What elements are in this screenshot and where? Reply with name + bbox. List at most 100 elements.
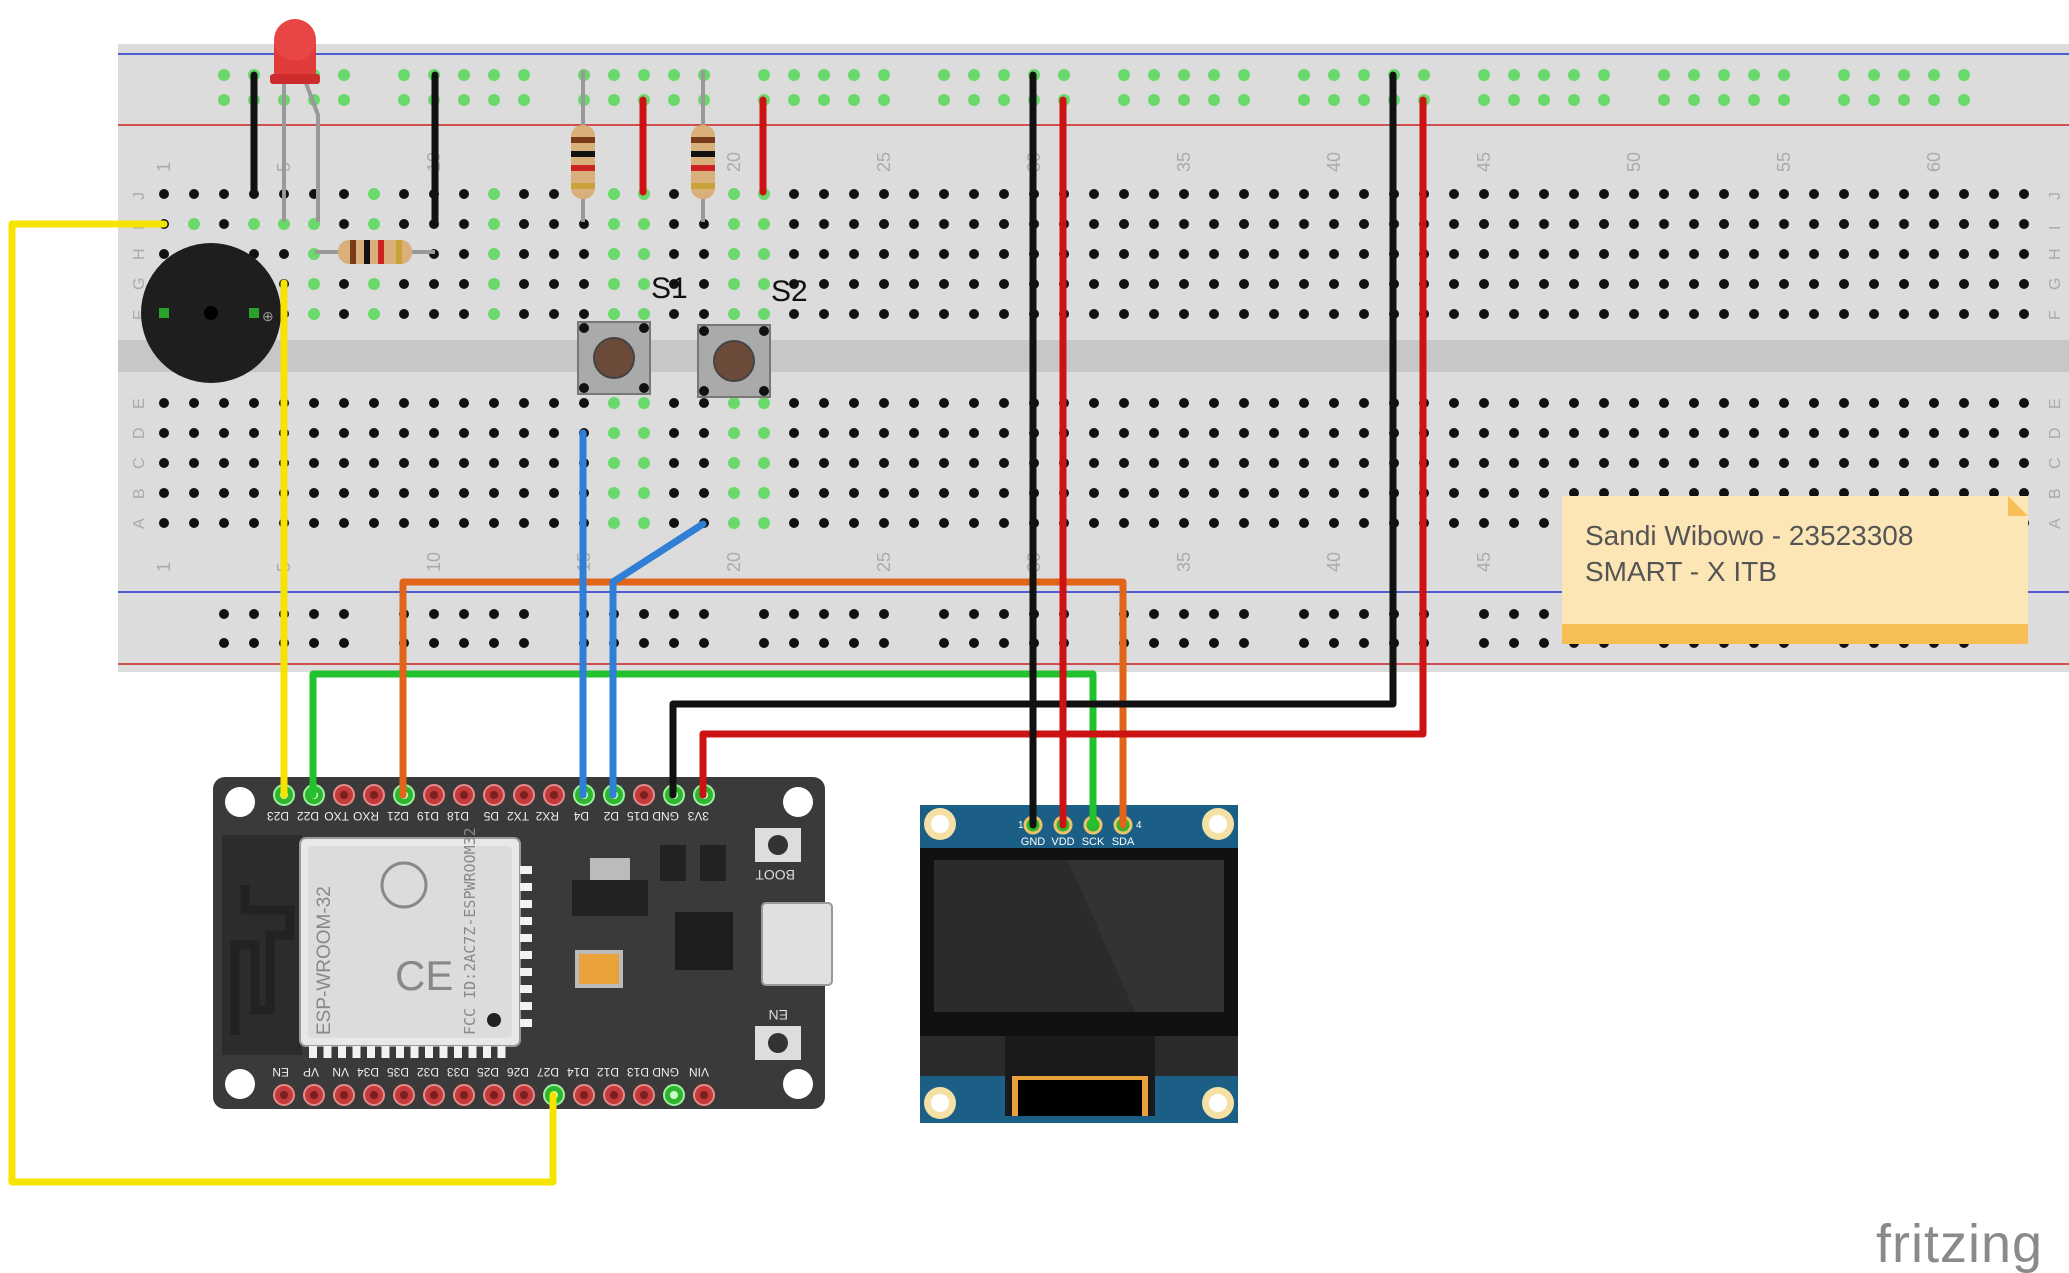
breadboard-hole xyxy=(459,398,469,408)
breadboard-hole xyxy=(1959,309,1969,319)
rail-hole xyxy=(429,609,439,619)
pin-label: D5 xyxy=(483,809,499,823)
rail-hole xyxy=(1209,638,1219,648)
breadboard-hole xyxy=(488,308,500,320)
breadboard-hole xyxy=(1839,458,1849,468)
breadboard-hole xyxy=(1509,309,1519,319)
breadboard-hole xyxy=(1629,428,1639,438)
breadboard-hole xyxy=(1449,309,1459,319)
rail-hole xyxy=(219,609,229,619)
breadboard-hole xyxy=(1119,249,1129,259)
rail-hole xyxy=(429,638,439,648)
resistor-band xyxy=(571,151,595,157)
rail-hole xyxy=(1208,94,1220,106)
rail-hole xyxy=(1688,94,1700,106)
red-led xyxy=(270,19,320,222)
breadboard-hole xyxy=(429,458,439,468)
rail-hole xyxy=(848,69,860,81)
breadboard-hole xyxy=(459,189,469,199)
breadboard-hole xyxy=(189,428,199,438)
breadboard-hole xyxy=(608,397,620,409)
breadboard-hole xyxy=(2019,279,2029,289)
buzzer-pin-plus xyxy=(249,308,259,318)
rail-hole xyxy=(1928,94,1940,106)
oled-mount-hole-inner xyxy=(931,1094,949,1112)
oled-pin-label: SDA xyxy=(1112,836,1135,848)
rail-hole xyxy=(639,638,649,648)
breadboard-hole xyxy=(1479,488,1489,498)
rail-hole xyxy=(999,609,1009,619)
breadboard-hole xyxy=(1779,219,1789,229)
rail-hole xyxy=(519,638,529,648)
breadboard-hole xyxy=(1689,488,1699,498)
row-letter: F xyxy=(2047,310,2064,320)
module-name: ESP-WROOM-32 xyxy=(314,886,335,1035)
header-pin-hole xyxy=(280,1091,288,1099)
en-button xyxy=(768,1033,788,1053)
rail-hole xyxy=(969,638,979,648)
module-pad xyxy=(352,1046,361,1058)
breadboard-hole xyxy=(999,189,1009,199)
breadboard-hole xyxy=(248,218,260,230)
rail-hole xyxy=(878,94,890,106)
breadboard-hole xyxy=(1629,219,1639,229)
breadboard-hole xyxy=(789,428,799,438)
breadboard-hole xyxy=(1149,189,1159,199)
breadboard-hole xyxy=(819,249,829,259)
resistor-band xyxy=(378,240,384,264)
column-number: 25 xyxy=(874,152,894,172)
breadboard-hole xyxy=(219,428,229,438)
rail-hole xyxy=(1718,94,1730,106)
breadboard-hole xyxy=(669,279,679,289)
wroom-shield xyxy=(308,846,512,1038)
breadboard-hole xyxy=(728,397,740,409)
breadboard-hole xyxy=(1329,249,1339,259)
breadboard-hole xyxy=(1719,279,1729,289)
rail-hole xyxy=(788,94,800,106)
breadboard-hole xyxy=(1779,309,1789,319)
rail-hole xyxy=(1359,638,1369,648)
pin-label: D2 xyxy=(603,809,619,823)
rail-hole xyxy=(608,69,620,81)
breadboard-hole xyxy=(1299,309,1309,319)
rail-hole xyxy=(1118,94,1130,106)
column-number: 20 xyxy=(724,552,744,572)
breadboard-hole xyxy=(1569,249,1579,259)
breadboard-hole xyxy=(1749,219,1759,229)
note-corner-fold xyxy=(2008,496,2028,516)
rail-hole xyxy=(1358,94,1370,106)
breadboard-hole xyxy=(1509,458,1519,468)
breadboard-hole xyxy=(1329,488,1339,498)
breadboard-hole xyxy=(1119,398,1129,408)
breadboard-hole xyxy=(159,428,169,438)
breadboard-hole xyxy=(1089,189,1099,199)
mount-hole xyxy=(783,787,813,817)
breadboard-hole xyxy=(879,189,889,199)
breadboard-hole xyxy=(1689,458,1699,468)
breadboard-hole xyxy=(819,518,829,528)
breadboard-hole xyxy=(519,398,529,408)
breadboard-hole xyxy=(1569,189,1579,199)
breadboard-hole xyxy=(1119,189,1129,199)
rail-hole xyxy=(879,638,889,648)
breadboard-hole xyxy=(1209,189,1219,199)
breadboard-hole xyxy=(459,309,469,319)
breadboard-hole xyxy=(939,309,949,319)
rail-hole xyxy=(1538,94,1550,106)
breadboard-hole xyxy=(819,189,829,199)
rail-hole xyxy=(818,94,830,106)
breadboard-hole xyxy=(699,279,709,289)
breadboard-hole xyxy=(728,457,740,469)
rail-hole xyxy=(1868,69,1880,81)
breadboard-hole xyxy=(1659,428,1669,438)
breadboard-hole xyxy=(399,458,409,468)
resistor-led xyxy=(315,240,435,264)
breadboard-hole xyxy=(1719,488,1729,498)
breadboard-hole xyxy=(1599,189,1609,199)
breadboard-hole xyxy=(1899,398,1909,408)
breadboard-hole xyxy=(1449,488,1459,498)
breadboard-hole xyxy=(549,458,559,468)
breadboard-hole xyxy=(1179,488,1189,498)
breadboard-hole xyxy=(309,398,319,408)
